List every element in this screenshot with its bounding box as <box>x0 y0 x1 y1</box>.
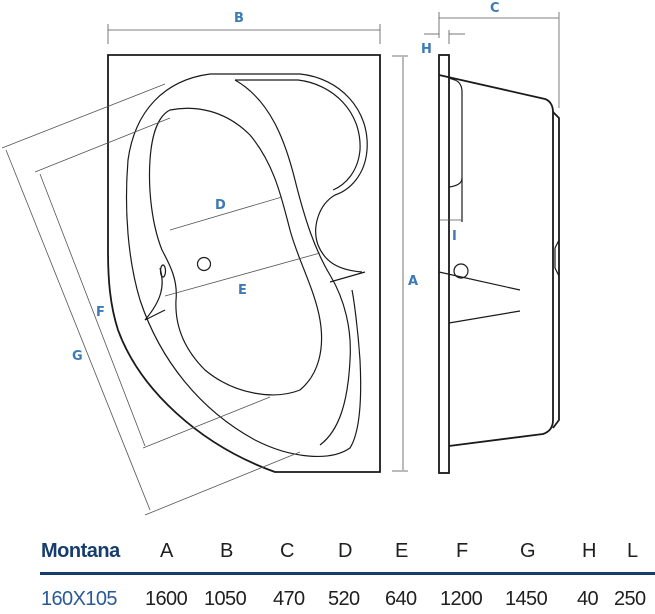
table-header-row: Montana A B C D E F G H L <box>0 536 655 566</box>
column-header: B <box>220 540 234 562</box>
column-header: C <box>280 540 295 562</box>
side-skirt-bump <box>554 239 560 277</box>
dim-g-extension-bottom <box>144 451 301 516</box>
dim-c-label: C <box>490 1 500 16</box>
side-drain-line-lower <box>448 310 521 324</box>
side-inner-wall <box>448 77 463 188</box>
model-size: 160X105 <box>41 588 117 610</box>
rim-step-line <box>329 271 366 283</box>
dimension-value: 1600 <box>145 588 188 610</box>
tub-outer-rim <box>107 54 381 473</box>
dim-g-line <box>5 149 151 511</box>
dimension-value: 1450 <box>505 588 548 610</box>
side-rim-plate <box>438 54 450 474</box>
column-header: L <box>627 540 639 562</box>
column-header: F <box>456 540 469 562</box>
dim-d-line <box>169 196 283 231</box>
column-header: D <box>338 540 353 562</box>
dim-g-extension-top <box>1 83 166 149</box>
dim-f-label: F <box>96 305 105 320</box>
dimension-value: 1200 <box>440 588 483 610</box>
dim-i-label: I <box>452 229 457 244</box>
dimension-value: 520 <box>328 588 360 610</box>
table-header-divider <box>40 572 655 575</box>
dim-f-extension-top <box>34 117 171 173</box>
dim-a-label: A <box>408 274 418 289</box>
table-data-row: 160X105 1600 1050 470 520 640 1200 1450 … <box>0 584 655 614</box>
dimensions-table: Montana A B C D E F G H L 160X105 1600 1… <box>0 532 655 611</box>
dimension-value: 1050 <box>204 588 247 610</box>
column-header: E <box>395 540 409 562</box>
basin-rim-outer <box>125 73 362 457</box>
top-view: B A D E F G <box>1 11 418 516</box>
column-header: H <box>582 540 597 562</box>
dimension-value: 250 <box>614 588 646 610</box>
dimension-value: 470 <box>273 588 305 610</box>
basin-rim-headrest-inner <box>235 79 361 191</box>
dim-e-line <box>164 252 321 297</box>
basin-rim-headrest <box>210 73 368 273</box>
dim-f-line <box>39 173 146 447</box>
overflow-oval <box>159 264 167 278</box>
side-drain-line-upper <box>438 271 521 291</box>
dim-g-label: G <box>72 349 83 364</box>
side-drain-circle <box>453 263 469 279</box>
dim-h-label: H <box>421 42 432 57</box>
column-header: A <box>160 540 174 562</box>
dimension-value: 40 <box>577 588 599 610</box>
basin-left-flare <box>144 267 166 321</box>
column-header: G <box>520 540 536 562</box>
basin-inner <box>148 107 323 396</box>
basin-right-inner-edge <box>234 79 351 446</box>
model-name: Montana <box>41 540 120 562</box>
side-view: C H I <box>421 1 560 474</box>
side-tub-body <box>438 74 554 447</box>
side-tub-skirt <box>552 111 560 429</box>
dim-d-label: D <box>215 198 226 213</box>
bathtub-technical-drawing: B A D E F G <box>1 1 560 516</box>
dim-b-label: B <box>234 11 244 26</box>
dim-e-label: E <box>238 283 247 298</box>
drain-circle <box>196 256 212 272</box>
dimension-value: 640 <box>385 588 417 610</box>
dim-f-extension-bottom <box>142 396 271 449</box>
